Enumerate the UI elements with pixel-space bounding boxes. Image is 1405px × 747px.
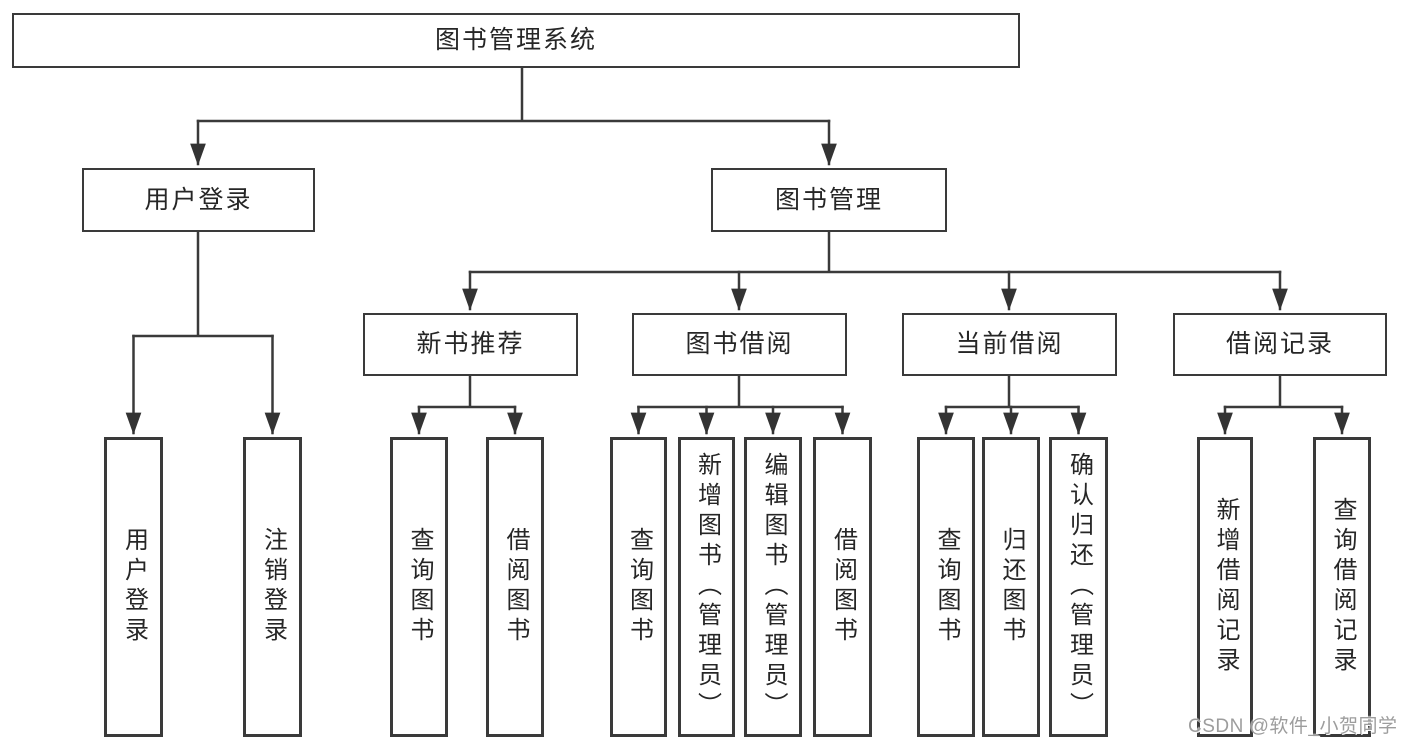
- leaf-cb-return-books: 归还图书: [982, 437, 1040, 737]
- leaf-bb-query-books-label: 查询图书: [625, 527, 653, 647]
- leaf-user-login-label: 用户登录: [120, 527, 148, 647]
- leaf-rec-borrow-books-label: 借阅图书: [502, 527, 529, 647]
- leaf-logout-label: 注销登录: [259, 527, 287, 647]
- leaf-br-query-borrow-record: 查询借阅记录: [1313, 437, 1371, 737]
- leaf-rec-query-books-label: 查询图书: [406, 527, 433, 647]
- node-book-management: 图书管理: [711, 168, 947, 232]
- leaf-cb-query-books-label: 查询图书: [933, 527, 960, 647]
- node-book-borrow: 图书借阅: [632, 313, 847, 376]
- leaf-bb-edit-books-admin-label: 编辑图书（管理员）: [760, 452, 787, 722]
- leaf-bb-query-books: 查询图书: [610, 437, 667, 737]
- leaf-cb-confirm-return-admin: 确认归还（管理员）: [1049, 437, 1108, 737]
- rail-new-book-recommend: [417, 374, 517, 409]
- leaf-cb-return-books-label: 归还图书: [998, 527, 1025, 647]
- rail-book-management: [468, 230, 1282, 274]
- rail-user-login: [132, 230, 274, 338]
- node-book-borrow-label: 图书借阅: [685, 330, 794, 358]
- rail-current-borrow: [944, 374, 1080, 409]
- leaf-br-add-borrow-record: 新增借阅记录: [1197, 437, 1253, 737]
- node-current-borrow-label: 当前借阅: [955, 330, 1064, 358]
- watermark: CSDN @软件_小贺同学: [1188, 716, 1398, 737]
- node-borrow-records-label: 借阅记录: [1225, 330, 1334, 358]
- rail-borrow-records: [1223, 374, 1344, 409]
- node-new-book-recommend: 新书推荐: [363, 313, 578, 376]
- node-user-login: 用户登录: [82, 168, 315, 232]
- node-root: 图书管理系统: [12, 13, 1020, 68]
- node-root-label: 图书管理系统: [434, 26, 597, 54]
- leaf-bb-borrow-books: 借阅图书: [813, 437, 872, 737]
- leaf-bb-add-books-admin: 新增图书（管理员）: [678, 437, 735, 737]
- leaf-bb-borrow-books-label: 借阅图书: [829, 527, 857, 647]
- leaf-cb-query-books: 查询图书: [917, 437, 975, 737]
- node-borrow-records: 借阅记录: [1173, 313, 1387, 376]
- leaf-bb-edit-books-admin: 编辑图书（管理员）: [744, 437, 802, 737]
- leaf-user-login: 用户登录: [104, 437, 163, 737]
- leaf-cb-confirm-return-admin-label: 确认归还（管理员）: [1065, 452, 1093, 722]
- node-new-book-recommend-label: 新书推荐: [416, 330, 525, 358]
- leaf-br-query-borrow-record-label: 查询借阅记录: [1329, 497, 1356, 677]
- leaf-rec-query-books: 查询图书: [390, 437, 448, 737]
- leaf-br-add-borrow-record-label: 新增借阅记录: [1212, 497, 1239, 677]
- node-user-login-label: 用户登录: [144, 185, 253, 214]
- leaf-rec-borrow-books: 借阅图书: [486, 437, 544, 737]
- rail-book-borrow: [637, 374, 844, 409]
- node-current-borrow: 当前借阅: [902, 313, 1117, 376]
- rail-root: [196, 66, 831, 123]
- leaf-logout: 注销登录: [243, 437, 302, 737]
- leaf-bb-add-books-admin-label: 新增图书（管理员）: [693, 452, 721, 722]
- node-book-management-label: 图书管理: [774, 185, 883, 214]
